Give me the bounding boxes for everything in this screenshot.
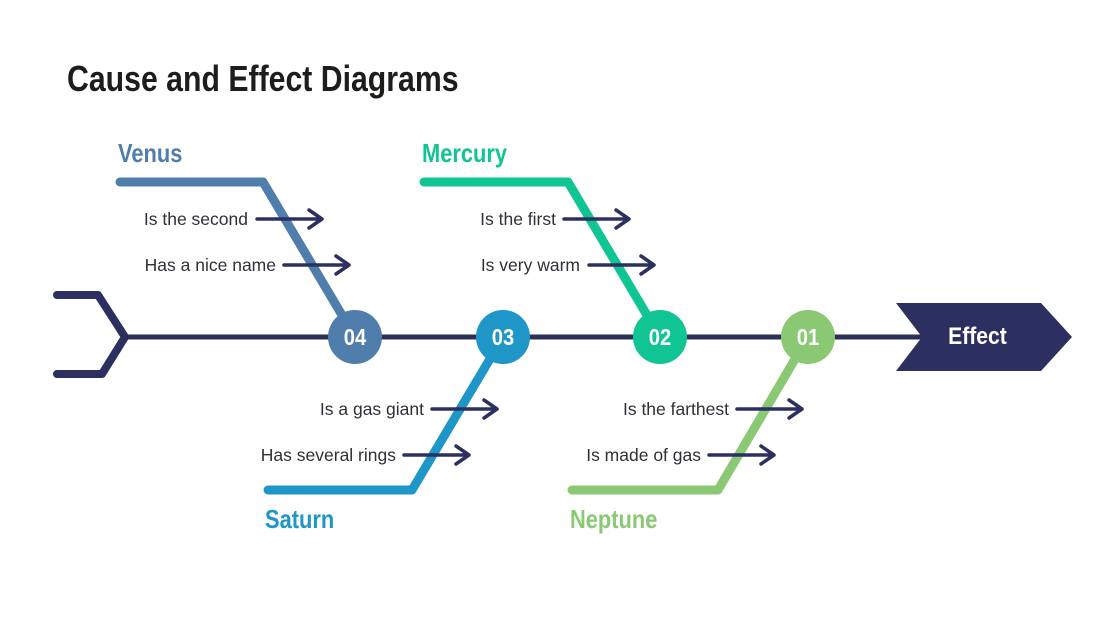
cause-arrows	[255, 208, 804, 466]
cause-label: Is a gas giant	[319, 399, 424, 419]
cause-arrow	[562, 208, 631, 230]
branch-label-neptune: Neptune	[570, 504, 658, 534]
branch-line-neptune	[567, 332, 813, 495]
cause-arrow	[707, 444, 776, 466]
fishbone-tail	[53, 291, 129, 378]
branch-line-saturn	[263, 332, 508, 495]
cause-label: Is the first	[480, 209, 556, 229]
cause-arrow	[430, 398, 499, 420]
effect-label: Effect	[948, 323, 1007, 350]
cause-arrow	[255, 208, 324, 230]
cause-label: Has a nice name	[144, 255, 276, 275]
cause-arrow	[587, 254, 656, 276]
effect-arrow	[896, 303, 1072, 371]
cause-label: Is made of gas	[586, 445, 701, 465]
spine-node-number: 02	[648, 324, 672, 350]
branch-label-saturn: Saturn	[265, 504, 335, 534]
spine-node-number: 04	[343, 324, 367, 350]
cause-label: Is very warm	[480, 255, 580, 275]
spine-node-04	[328, 310, 382, 364]
cause-label: Has several rings	[260, 445, 396, 465]
cause-arrow	[402, 444, 471, 466]
cause-arrow	[735, 398, 804, 420]
cause-label: Is the second	[143, 209, 248, 229]
spine-node-number: 03	[491, 324, 515, 350]
spine-node-03	[476, 310, 530, 364]
cause-label: Is the farthest	[622, 399, 729, 419]
cause-arrow	[282, 254, 351, 276]
spine-node-01	[781, 310, 835, 364]
branch-label-mercury: Mercury	[422, 138, 507, 168]
branch-line-mercury	[419, 177, 665, 342]
branch-line-venus	[115, 177, 360, 342]
page-title: Cause and Effect Diagrams	[67, 58, 459, 99]
branch-label-venus: Venus	[118, 138, 183, 168]
spine-node-02	[633, 310, 687, 364]
spine-node-number: 01	[796, 324, 820, 350]
